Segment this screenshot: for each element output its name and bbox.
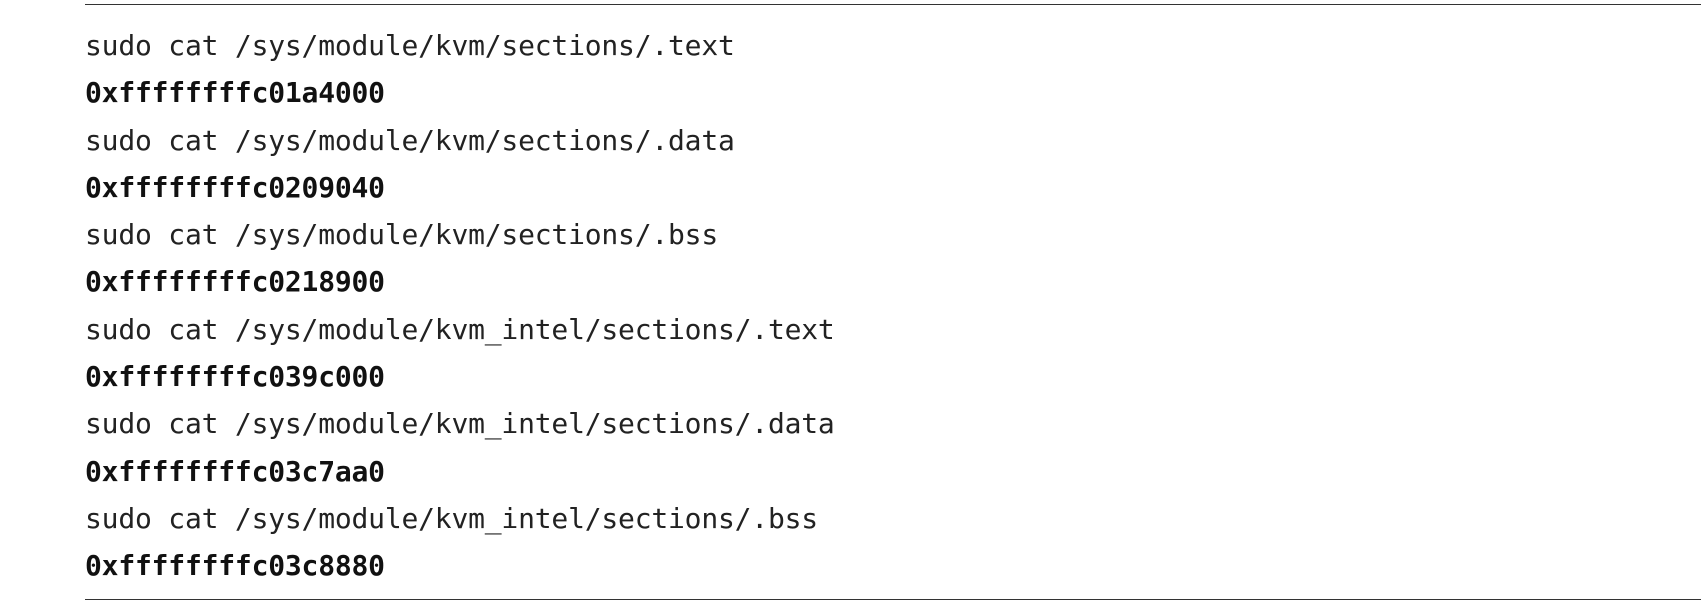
output-line-kvm-intel-bss: 0xffffffffc03c8880 <box>85 549 385 583</box>
output-line-kvm-bss: 0xffffffffc0218900 <box>85 265 385 299</box>
command-line-kvm-bss: sudo cat /sys/module/kvm/sections/.bss <box>85 218 718 252</box>
bottom-rule <box>85 599 1701 600</box>
command-line-kvm-intel-bss: sudo cat /sys/module/kvm_intel/sections/… <box>85 501 818 535</box>
command-line-kvm-text: sudo cat /sys/module/kvm/sections/.text <box>85 29 735 62</box>
output-line-kvm-intel-text: 0xffffffffc039c000 <box>85 360 385 394</box>
output-line-kvm-intel-data: 0xffffffffc03c7aa0 <box>85 454 385 488</box>
top-rule <box>85 4 1701 5</box>
output-line-kvm-text: 0xffffffffc01a4000 <box>85 76 385 110</box>
command-line-kvm-intel-text: sudo cat /sys/module/kvm_intel/sections/… <box>85 312 835 346</box>
command-line-kvm-intel-data: sudo cat /sys/module/kvm_intel/sections/… <box>85 407 835 441</box>
command-line-kvm-data: sudo cat /sys/module/kvm/sections/.data <box>85 123 735 157</box>
output-line-kvm-data: 0xffffffffc0209040 <box>85 170 385 204</box>
code-listing: sudo cat /sys/module/kvm/sections/.text … <box>85 22 835 590</box>
